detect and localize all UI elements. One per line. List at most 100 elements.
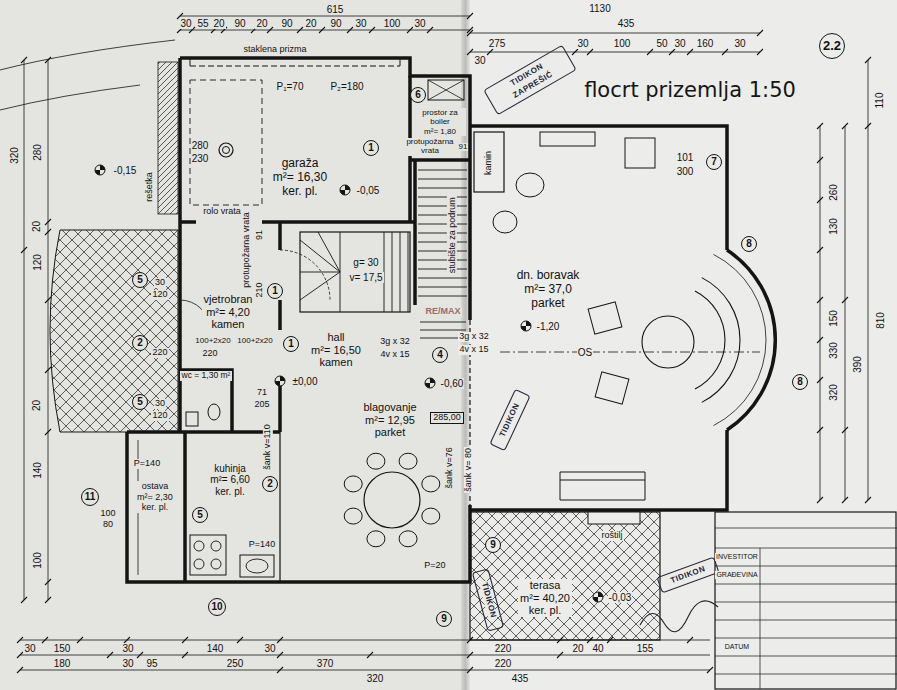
stair-tread xyxy=(418,197,467,198)
callout-number: 5 xyxy=(132,394,148,410)
dimension-label: 180 xyxy=(53,658,72,669)
dimension-label: 95 xyxy=(145,658,158,669)
dimension-label: 55 xyxy=(196,18,209,29)
dimension-label: 280 xyxy=(191,140,210,151)
dimension-label: 210 xyxy=(255,281,265,298)
title-block xyxy=(715,512,896,689)
room-text: m²= 37,0 xyxy=(515,283,582,297)
dimension-tick xyxy=(21,57,27,603)
wall xyxy=(178,58,182,222)
level-symbol xyxy=(95,170,100,175)
paper-right xyxy=(466,0,897,690)
room-text: hall xyxy=(309,331,363,344)
height-mark: 285,00 xyxy=(430,412,464,424)
dining-chair xyxy=(367,531,385,547)
callout-number: 1 xyxy=(267,283,283,299)
dimension-tick xyxy=(17,652,563,658)
dimension-label: 3g x 32 xyxy=(458,332,490,342)
signature xyxy=(640,601,718,632)
room-label: vjetrobranm²= 4,20kamen xyxy=(202,293,255,331)
wall xyxy=(127,430,280,434)
dimension-tick xyxy=(467,49,763,55)
dimension-label: 20 xyxy=(304,18,317,29)
stair-tread xyxy=(418,269,467,270)
wall xyxy=(413,160,417,305)
callout-number: 2 xyxy=(132,335,148,351)
dimension-label: 30 xyxy=(673,38,686,49)
level-symbol xyxy=(95,165,105,175)
stair-tread xyxy=(408,232,409,312)
dimension-label: 140 xyxy=(206,643,225,654)
dimension-line xyxy=(820,126,821,500)
level-symbol xyxy=(345,185,350,190)
dimension-label: 100 xyxy=(32,551,43,570)
room-label: prostor za boilerm²= 1,80 xyxy=(414,108,466,136)
sink xyxy=(240,555,274,577)
level-symbol xyxy=(275,376,285,386)
room-text: garaža xyxy=(271,157,329,171)
stove-burner xyxy=(194,541,204,551)
dimension-label: 220 xyxy=(494,658,513,669)
level-symbol xyxy=(521,321,531,331)
drawing-title: flocrt prizemlja 1:50 xyxy=(582,78,798,102)
stair-tread xyxy=(418,296,467,297)
dimension-label: 810 xyxy=(875,311,886,330)
level-symbol xyxy=(593,592,603,602)
dimension-line xyxy=(48,60,49,600)
dimension-label: P₁=70 xyxy=(275,81,304,92)
stair-tread xyxy=(392,232,393,312)
dimension-label: 90 xyxy=(329,18,342,29)
axis-line xyxy=(500,352,760,353)
dimension-label: kamin xyxy=(484,150,494,176)
stair-tread xyxy=(418,215,467,216)
dimension-label: 130 xyxy=(828,217,839,236)
title-block-field: DATUM xyxy=(724,643,750,651)
wall xyxy=(410,158,470,162)
callout-number: 2 xyxy=(262,476,278,492)
sofa xyxy=(560,472,645,500)
level-symbol xyxy=(430,378,435,383)
counter-line xyxy=(279,432,280,582)
stair-tread xyxy=(418,179,467,180)
dimension-tick xyxy=(865,57,871,503)
dimension-label: 435 xyxy=(511,673,530,684)
room-text: vjetrobran xyxy=(202,293,255,306)
sink xyxy=(246,559,268,573)
stair-outline xyxy=(300,232,410,312)
dimension-label: 100 xyxy=(383,18,402,29)
room-text: ker. pl. xyxy=(135,502,175,512)
callout-number: 11 xyxy=(81,488,99,506)
room-text: m²= 4,20 xyxy=(202,306,255,319)
toilet xyxy=(208,404,220,420)
dimension-label: 390 xyxy=(852,355,863,374)
dimension-label: 30 xyxy=(121,658,134,669)
curve-line xyxy=(0,40,175,70)
dimension-label: 30 xyxy=(413,18,426,29)
dimension-label: P=140 xyxy=(248,540,276,550)
washbasin xyxy=(186,412,198,426)
armchair xyxy=(493,211,517,233)
dimension-label: P=20 xyxy=(423,561,446,571)
room-label: dn. boravakm²= 37,0parket xyxy=(515,269,582,310)
stove-burner xyxy=(211,559,221,569)
dimension-label: 120 xyxy=(151,290,168,300)
stamp-outline xyxy=(657,557,719,593)
window-sill xyxy=(714,254,766,425)
stair-tread xyxy=(418,260,467,261)
room-text: kuhinja xyxy=(208,463,252,475)
callout-number: 1 xyxy=(283,336,299,352)
terrace-hatch xyxy=(470,512,660,640)
dimension-label: P₂=180 xyxy=(329,81,364,92)
stair-tread xyxy=(384,232,385,312)
room-text: ostava xyxy=(135,481,175,491)
dimension-label: 100 xyxy=(99,509,116,519)
dimension-label: šank v=76 xyxy=(445,446,455,489)
dimension-tick xyxy=(467,30,763,36)
room-text: stubište za podrum xyxy=(447,195,457,275)
dimension-label: 20 xyxy=(212,18,225,29)
wall xyxy=(278,222,282,330)
fireplace xyxy=(474,132,504,192)
callout-number: 10 xyxy=(208,598,226,616)
column-mark xyxy=(219,143,233,157)
dimension-label: 300 xyxy=(676,166,695,177)
